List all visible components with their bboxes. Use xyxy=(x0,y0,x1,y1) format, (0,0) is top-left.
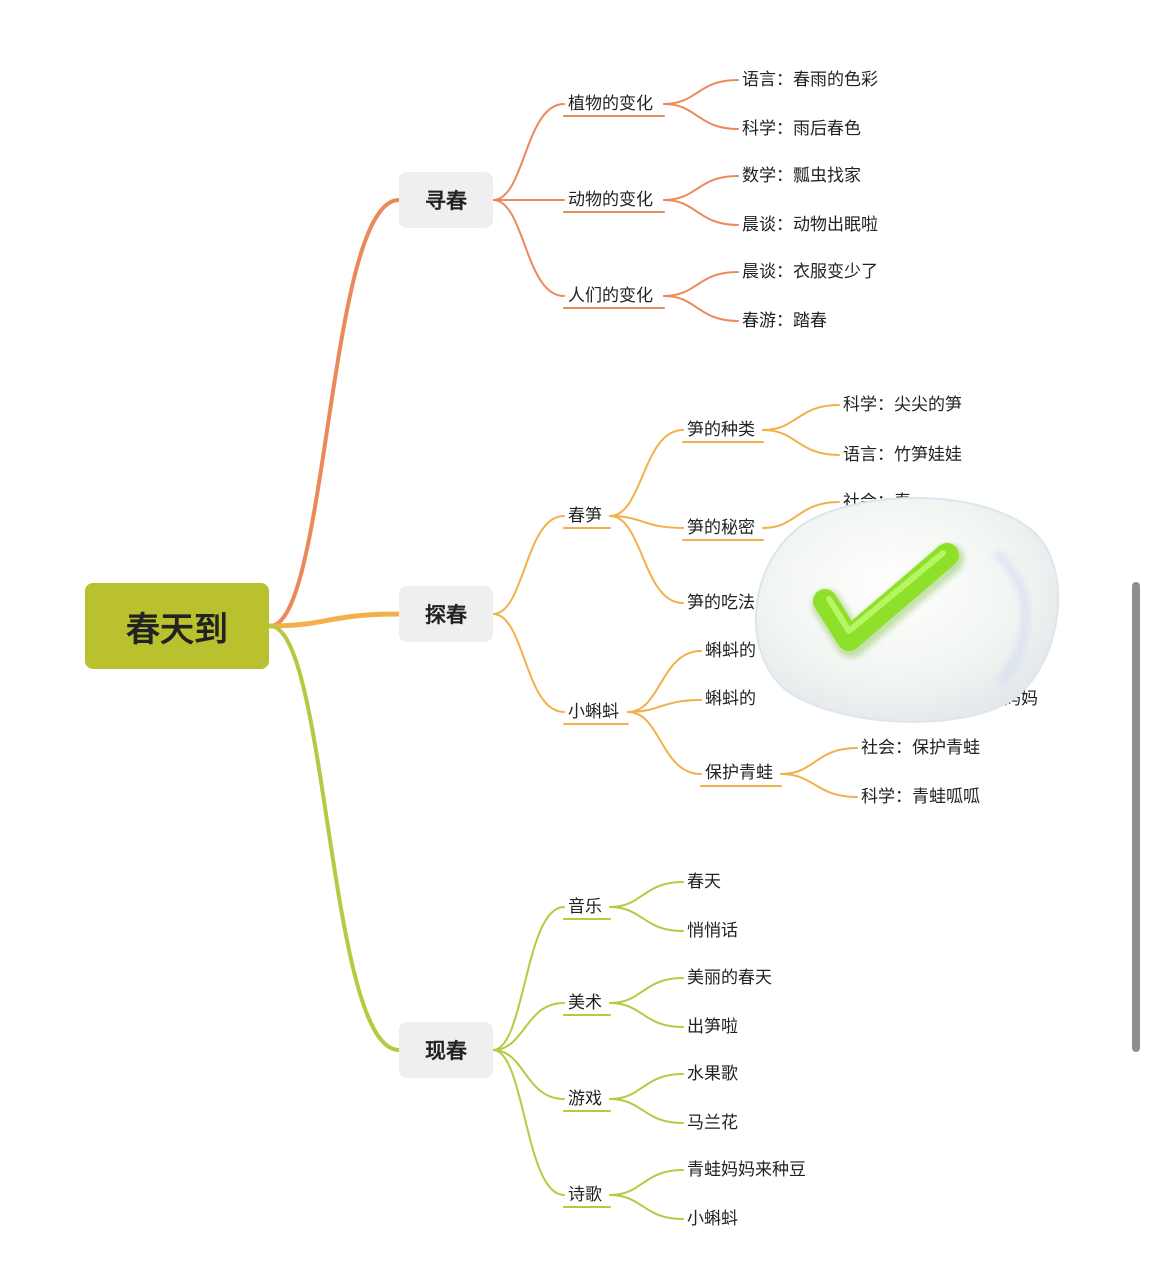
topic-node[interactable]: 人们的变化 xyxy=(566,285,655,307)
leaf-connector xyxy=(609,1098,684,1124)
leaf-node[interactable]: 科学：雨后春色 xyxy=(740,118,863,140)
leaf-connector xyxy=(663,175,739,201)
branch-node-xianchun[interactable]: 现春 xyxy=(399,1022,493,1078)
leaf-node[interactable]: 科学：青蛙呱呱 xyxy=(859,786,982,808)
subtopic-node[interactable]: 笋的秘密 xyxy=(685,517,757,539)
checkmark-overlay xyxy=(754,496,1060,723)
topic-connector xyxy=(492,1049,565,1100)
topic-node[interactable]: 诗歌 xyxy=(566,1184,604,1206)
topic-node[interactable]: 春笋 xyxy=(566,505,604,527)
leaf-connector xyxy=(663,271,739,297)
branch-node-xunchun[interactable]: 寻春 xyxy=(399,172,493,228)
leaf-node[interactable]: 晨谈：动物出眠啦 xyxy=(740,214,880,236)
leaf-connector xyxy=(762,501,840,529)
leaf-node[interactable]: 社会：保护青蛙 xyxy=(859,737,982,759)
leaf-node[interactable]: 春天 xyxy=(685,871,723,893)
topic-node[interactable]: 游戏 xyxy=(566,1088,604,1110)
leaf-node[interactable]: 科学：尖尖的笋 xyxy=(841,394,964,416)
leaf-node[interactable]: 语言：春雨的色彩 xyxy=(740,69,880,91)
subtopic-connector xyxy=(627,650,702,713)
leaf-node[interactable]: 出笋啦 xyxy=(685,1016,740,1038)
leaf-connector xyxy=(663,295,739,322)
subtopic-connector xyxy=(627,699,702,713)
leaf-connector xyxy=(609,977,684,1004)
topic-connector xyxy=(492,613,565,713)
leaf-connector xyxy=(762,429,840,456)
subtopic-node[interactable]: 笋的吃法 xyxy=(685,592,757,614)
leaf-connector xyxy=(609,1002,684,1028)
subtopic-connector xyxy=(609,515,684,604)
leaf-connector xyxy=(762,404,840,431)
leaf-connector xyxy=(609,1169,684,1196)
leaf-node[interactable]: 美丽的春天 xyxy=(685,967,774,989)
topic-node[interactable]: 小蝌蚪 xyxy=(566,701,621,723)
leaf-node[interactable]: 语言：竹笋娃娃 xyxy=(841,444,964,466)
root-connector xyxy=(268,198,401,628)
subtopic-node[interactable]: 蝌蚪的 xyxy=(703,640,758,662)
topic-connector xyxy=(492,199,565,297)
topic-connector xyxy=(492,1002,565,1051)
subtopic-node[interactable]: 蝌蚪的 xyxy=(703,688,758,710)
subtopic-connector xyxy=(627,711,702,775)
topic-connector xyxy=(492,906,565,1051)
topic-connector xyxy=(492,515,565,615)
topic-node[interactable]: 动物的变化 xyxy=(566,189,655,211)
vertical-scrollbar[interactable] xyxy=(1132,582,1140,1052)
topic-node[interactable]: 音乐 xyxy=(566,896,604,918)
leaf-node[interactable]: 春游：踏春 xyxy=(740,310,829,332)
leaf-connector xyxy=(663,79,739,105)
leaf-node[interactable]: 水果歌 xyxy=(685,1063,740,1085)
topic-node[interactable]: 美术 xyxy=(566,992,604,1014)
subtopic-node[interactable]: 保护青蛙 xyxy=(703,762,775,784)
root-connector xyxy=(267,611,402,629)
leaf-connector xyxy=(663,103,739,130)
leaf-connector xyxy=(780,747,858,775)
leaf-node[interactable]: 小蝌蚪 xyxy=(685,1208,740,1230)
subtopic-node[interactable]: 笋的种类 xyxy=(685,419,757,441)
topic-connector xyxy=(492,103,565,201)
root-node[interactable]: 春天到 xyxy=(85,583,269,669)
leaf-node[interactable]: 悄悄话 xyxy=(685,920,740,942)
branch-node-tanchun[interactable]: 探春 xyxy=(399,586,493,642)
subtopic-connector xyxy=(609,515,684,529)
checkmark-icon xyxy=(812,543,964,658)
leaf-connector xyxy=(609,1194,684,1220)
leaf-node[interactable]: 晨谈：衣服变少了 xyxy=(740,261,880,283)
leaf-connector xyxy=(663,199,739,226)
root-connector xyxy=(268,624,401,1052)
leaf-connector xyxy=(609,906,684,932)
leaf-node[interactable]: 青蛙妈妈来种豆 xyxy=(685,1159,808,1181)
leaf-connector xyxy=(609,881,684,908)
leaf-connector xyxy=(780,773,858,798)
leaf-connector xyxy=(609,1073,684,1100)
leaf-node[interactable]: 数学：瓢虫找家 xyxy=(740,165,863,187)
topic-node[interactable]: 植物的变化 xyxy=(566,93,655,115)
subtopic-connector xyxy=(609,429,684,517)
topic-connector xyxy=(492,1049,565,1196)
leaf-node[interactable]: 马兰花 xyxy=(685,1112,740,1134)
